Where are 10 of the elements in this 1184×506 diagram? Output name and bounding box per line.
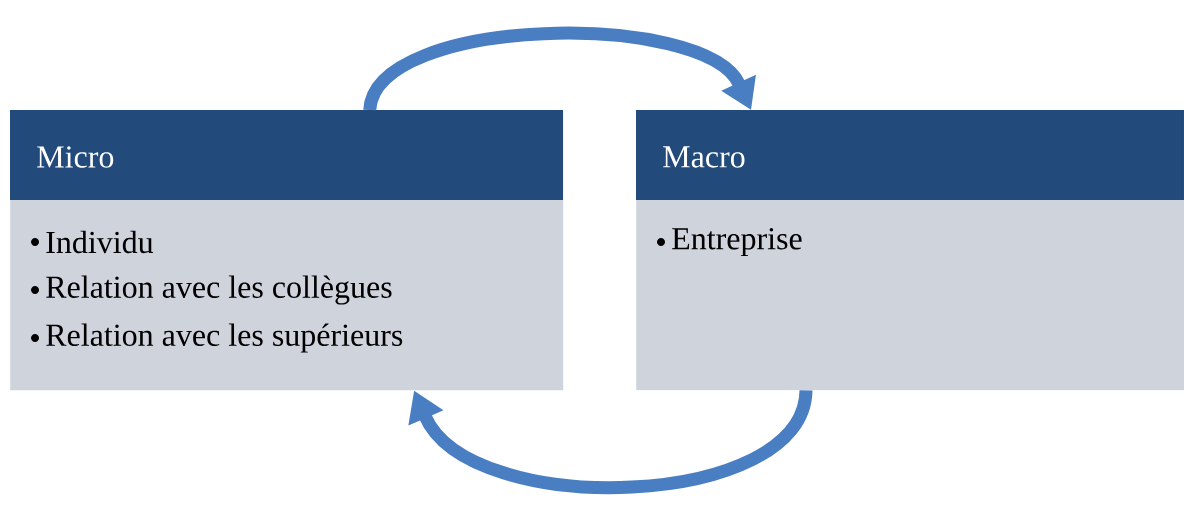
bullet-item: Relation avec les collègues [46,275,392,305]
card-title: Micro [37,146,114,168]
bullet-item: Individu [46,230,154,254]
bullet-item: Entreprise [672,228,802,256]
curved-arrow [408,388,813,494]
card [10,110,564,391]
curved-arrow [363,27,756,113]
card-title: Macro [663,146,745,168]
bullet-item: Relation avec les supérieurs [46,323,403,353]
card [636,110,1184,391]
